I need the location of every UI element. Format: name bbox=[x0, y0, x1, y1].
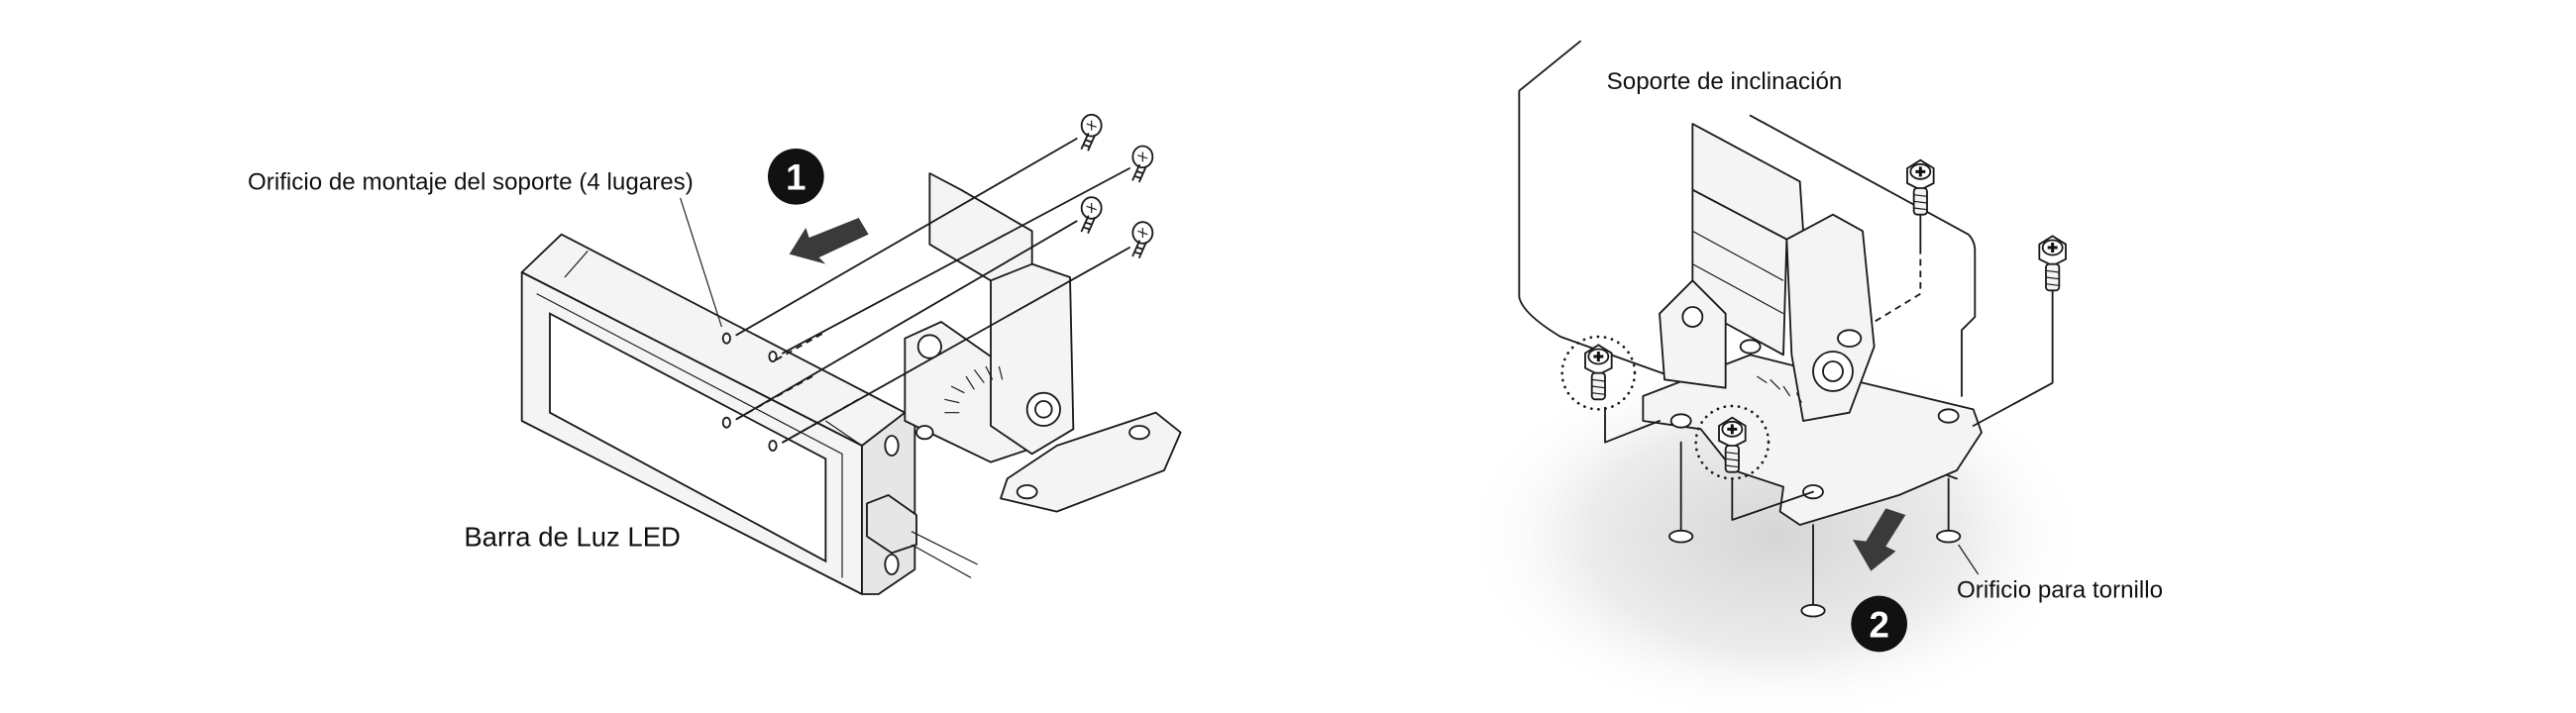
hex-screw-icon bbox=[1905, 158, 1936, 217]
highlight-circle bbox=[1694, 404, 1771, 480]
light-bar-outline bbox=[1518, 40, 1977, 480]
led-light-bar bbox=[520, 233, 978, 595]
bracket-screws bbox=[735, 113, 1154, 444]
step1-illustration: 1 Orificio de montaje del soporte (4 lug… bbox=[248, 113, 1182, 595]
screw-hole-label: Orificio para tornillo bbox=[1957, 576, 2163, 603]
screw-icon bbox=[1131, 221, 1154, 258]
step2-illustration: 2 Soporte de inclinación Orificio para t… bbox=[1461, 40, 2163, 713]
direction-arrow-icon bbox=[789, 218, 869, 264]
leader-line bbox=[680, 197, 722, 328]
hex-screw-icon bbox=[2037, 234, 2068, 292]
step1-number: 1 bbox=[786, 157, 805, 198]
tilt-bracket-base bbox=[1642, 354, 1983, 526]
mounting-holes bbox=[721, 332, 778, 452]
mount-hole-label: Orificio de montaje del soporte (4 lugar… bbox=[248, 169, 694, 196]
light-bar-label: Barra de Luz LED bbox=[464, 522, 681, 553]
screw-icon bbox=[1080, 113, 1103, 152]
direction-arrow-icon bbox=[1853, 508, 1906, 571]
tilt-bracket bbox=[1659, 123, 1876, 422]
surface-screw-holes bbox=[1668, 529, 1962, 618]
mounting-screws bbox=[1560, 158, 2068, 607]
step2-number: 2 bbox=[1869, 604, 1888, 645]
power-cable bbox=[866, 494, 978, 578]
screw-icon bbox=[1080, 196, 1103, 234]
screw-icon bbox=[1131, 145, 1154, 183]
highlight-circle bbox=[1560, 335, 1637, 411]
step-number-badge bbox=[768, 149, 824, 205]
leader-line bbox=[1958, 544, 1980, 575]
step-number-badge bbox=[1851, 595, 1907, 653]
tilt-bracket-label: Soporte de inclinación bbox=[1607, 68, 1843, 95]
tilt-bracket bbox=[904, 172, 1182, 513]
